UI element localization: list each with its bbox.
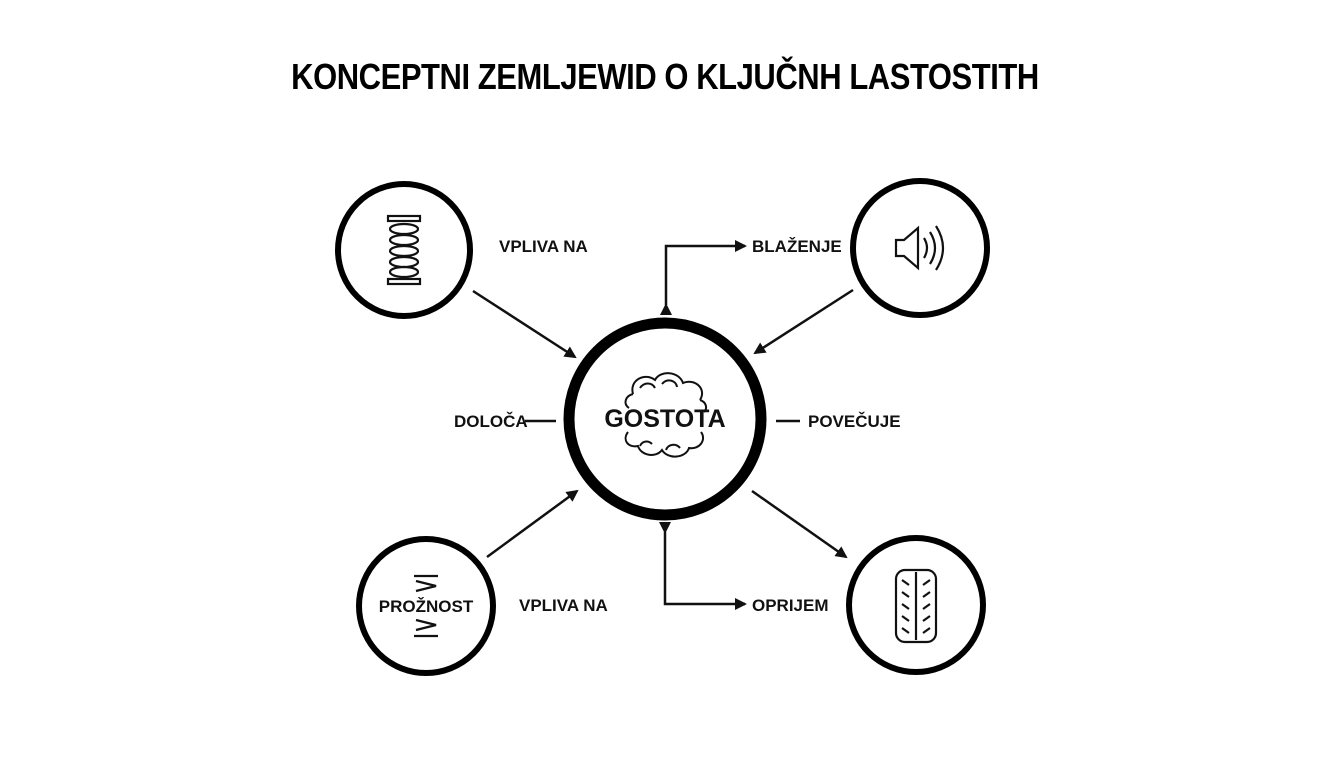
node-elasticity: PROŽNOST bbox=[356, 536, 496, 676]
label-top-right-relation: BLAŽENJE bbox=[752, 237, 842, 256]
center-node: GOSTOTA bbox=[563, 317, 767, 521]
node-tire bbox=[846, 535, 986, 675]
arrow-center-to-tire bbox=[751, 489, 848, 559]
arrow-center-oprijem bbox=[659, 522, 747, 610]
center-label: GOSTOTA bbox=[604, 405, 725, 433]
label-right-relation: POVEČUJE bbox=[808, 412, 901, 431]
label-left-relation: DOLOČA bbox=[454, 412, 528, 431]
label-top-left-relation: VPLIVA NA bbox=[499, 237, 588, 256]
node-sound bbox=[850, 178, 990, 318]
page-title: KONCEPTNI ZEMLJEWID O KLJUČNH LASTOSTITH bbox=[291, 56, 1039, 97]
arrow-sound-to-center bbox=[753, 288, 854, 355]
speaker-sound-icon bbox=[894, 225, 945, 271]
arrow-center-blazenje bbox=[660, 240, 747, 315]
arrow-elasticity-to-center bbox=[486, 489, 579, 559]
spring-icon bbox=[386, 214, 422, 286]
elasticity-label: PROŽNOST bbox=[379, 597, 474, 616]
foam-cloud-icon bbox=[624, 372, 708, 458]
label-bottom-left-relation: VPLIVA NA bbox=[519, 596, 608, 615]
label-bottom-right-relation: OPRIJEM bbox=[752, 596, 829, 615]
connectors bbox=[472, 240, 854, 610]
compression-spring-icon bbox=[414, 574, 438, 638]
node-spring bbox=[335, 181, 473, 319]
tire-tread-icon bbox=[894, 568, 938, 644]
arrow-spring-to-center bbox=[472, 289, 577, 359]
